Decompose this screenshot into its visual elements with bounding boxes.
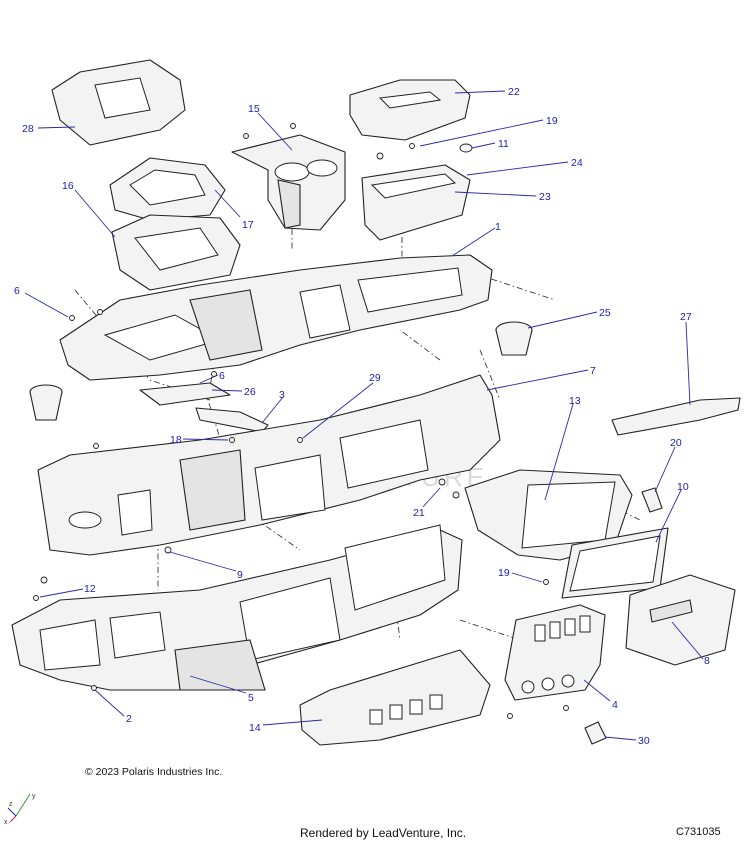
part-20-clip — [641, 487, 663, 513]
callout-5: 5 — [248, 692, 254, 704]
callout-19-lower: 19 — [498, 567, 510, 579]
callout-27: 27 — [680, 311, 692, 323]
callout-15: 15 — [248, 103, 260, 115]
callout-17: 17 — [242, 219, 254, 231]
callout-1: 1 — [495, 221, 501, 233]
callout-labels: 28 22 15 19 11 24 16 17 23 1 6 25 27 6 2… — [14, 86, 710, 747]
callout-28: 28 — [22, 123, 34, 135]
callout-13: 13 — [569, 395, 581, 407]
callout-21: 21 — [413, 507, 425, 519]
callout-12: 12 — [84, 583, 96, 595]
diagram-code: C731035 — [676, 826, 721, 838]
part-26-plate — [139, 382, 231, 406]
part-7-dash-frame — [37, 374, 501, 556]
callout-29: 29 — [369, 372, 381, 384]
callout-23: 23 — [539, 191, 551, 203]
callout-30: 30 — [638, 735, 650, 747]
callout-16: 16 — [62, 180, 74, 192]
copyright-text: © 2023 Polaris Industries Inc. — [85, 766, 223, 778]
part-3-bracket — [195, 407, 269, 433]
axis-triad-icon: z y x — [4, 793, 36, 826]
callout-8: 8 — [704, 655, 710, 667]
fasteners — [33, 123, 569, 719]
part-30-clip — [584, 721, 607, 745]
part-1-upper-dash-panel — [59, 254, 493, 381]
callout-6-lower: 6 — [219, 370, 225, 382]
part-14-lower-switch-panel — [299, 649, 491, 746]
rendered-by-text: Rendered by LeadVenture, Inc. — [300, 826, 467, 840]
callout-3: 3 — [279, 389, 285, 401]
axis-label-z: z — [9, 801, 13, 808]
callout-24: 24 — [571, 157, 583, 169]
part-4-center-bezel — [504, 604, 606, 701]
callout-7: 7 — [590, 365, 596, 377]
part-8-glovebox-door — [625, 574, 736, 666]
callout-25: 25 — [599, 307, 611, 319]
callout-26: 26 — [244, 386, 256, 398]
callout-9: 9 — [237, 569, 243, 581]
callout-4: 4 — [612, 699, 618, 711]
part-16-gauge-housing — [111, 214, 241, 291]
part-25-cupholder — [29, 321, 533, 421]
callout-2: 2 — [126, 713, 132, 725]
callout-18: 18 — [170, 434, 182, 446]
part-23-storage-bin — [361, 164, 471, 241]
callout-11: 11 — [498, 138, 509, 150]
callout-22: 22 — [508, 86, 520, 98]
callout-10: 10 — [677, 481, 689, 493]
part-15-cupholder-bezel — [231, 134, 346, 231]
part-5-lower-dash-panel — [11, 524, 463, 691]
axis-label-x: x — [4, 819, 8, 826]
axis-label-y: y — [32, 793, 36, 800]
part-22-storage-lid — [349, 79, 471, 141]
part-10-display-frame — [561, 527, 669, 599]
part-27-trim-strip — [611, 397, 741, 436]
callout-6-upper: 6 — [14, 285, 20, 297]
callout-20: 20 — [670, 437, 682, 449]
callout-19: 19 — [546, 115, 558, 127]
callout-14: 14 — [249, 722, 261, 734]
part-17-gauge-bezel — [109, 157, 226, 221]
leader-lines — [24, 90, 704, 741]
part-28-gauge-cover — [51, 59, 186, 146]
